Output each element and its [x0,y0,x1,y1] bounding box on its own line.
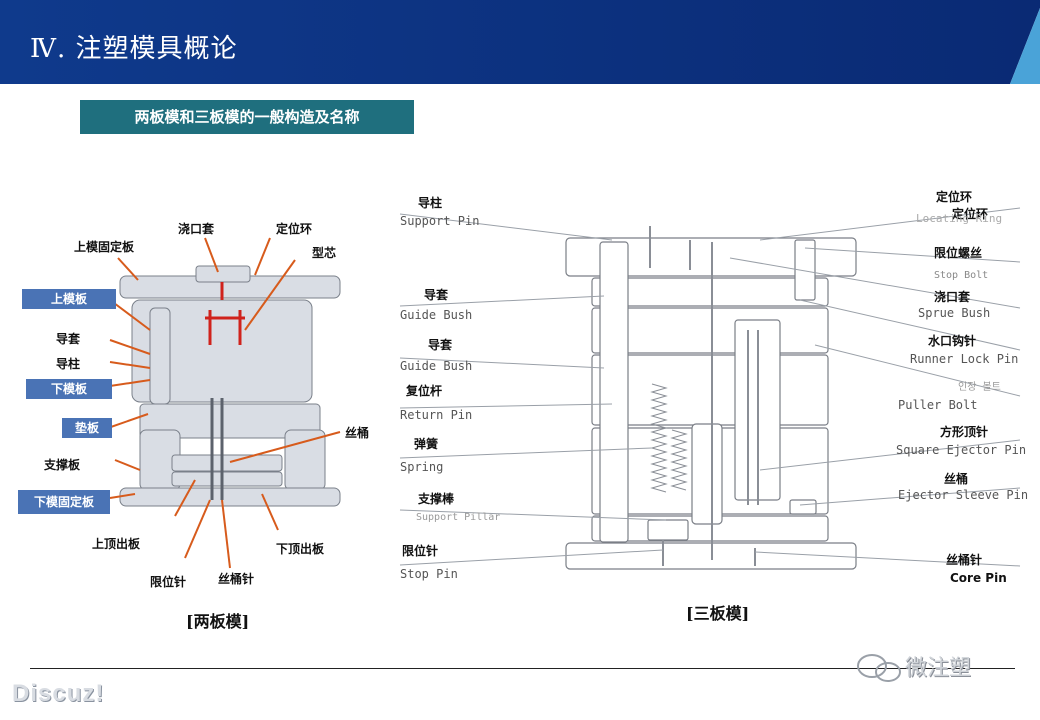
label-square-ejector-cn: 方形顶针 [940,425,989,439]
label-spring-en: Spring [400,460,444,474]
two-plate-ejector-pins [210,398,224,500]
label-bottom-plate: 下模板 [26,379,112,399]
two-plate-leader-lines [107,237,341,569]
wechat-logo-icon [857,654,901,682]
label-support-pin-en: Support Pin [400,214,480,228]
label-return-pin-en: Return Pin [400,408,473,422]
three-plate-leader-lines [399,207,1021,567]
label-support-pillar-cn: 支撑棒 [418,492,455,506]
label-guide-bush2-cn: 导套 [428,338,453,352]
label-bottom-clamp: 下模固定板 [18,490,110,514]
label-lower-ejector: 下顶出板 [276,542,325,556]
label-runner-lock-cn: 水口钩针 [928,334,977,348]
label-upper-ejector: 上顶出板 [92,537,141,551]
label-stop-bolt-en: Stop Bolt [934,270,989,281]
discuz-watermark: Discuz! [12,680,105,707]
label-guide-bush2-en: Guide Bush [400,359,473,373]
label-guide-bush1-cn: 导套 [424,288,449,302]
label-support: 支撑板 [44,458,81,472]
label-stop-pin: 限位针 [150,575,187,589]
label-top-clamp: 上模固定板 [74,240,135,254]
label-spring-cn: 弹簧 [414,437,439,451]
label-locate-ring-cn1: 定位环 [936,190,973,204]
label-core-pin-cn: 丝桶针 [946,553,983,567]
label-support-pin-cn: 导柱 [418,196,443,210]
label-guide-bush: 导套 [56,332,81,346]
three-plate-caption: [三板模] [686,604,750,623]
label-sprue-bush: 浇口套 [178,222,215,236]
label-top-plate: 上模板 [22,289,116,309]
header-background [0,0,1040,84]
label-return-pin-cn: 复位杆 [406,384,443,398]
label-stop-bolt-cn: 限位螺丝 [934,246,983,260]
label-stop-pin-cn: 限位针 [402,544,439,558]
footer-divider [30,668,1015,669]
subtitle-box: 两板模和三板模的一般构造及名称 [80,100,414,134]
three-plate-springs [650,383,688,493]
label-sleeve-pin: 丝桶针 [218,572,255,586]
label-locate-ring-en: Locating Ring [916,212,1003,225]
two-plate-mold-body [119,265,341,507]
label-sleeve-cn: 丝桶 [944,472,969,486]
label-runner-lock-en: Runner Lock Pin [910,352,1019,366]
label-sprue-bush-cn: 浇口套 [934,290,971,304]
label-guide-bush1-en: Guide Bush [400,308,473,322]
label-sleeve-en: Ejector Sleeve Pin [898,488,1029,502]
slide-title: Ⅳ. 注塑模具概论 [30,34,238,64]
label-core-pin-en: Core Pin [950,571,1007,585]
label-square-ejector-en: Square Ejector Pin [896,443,1027,457]
label-sprue-bush-en: Sprue Bush [918,306,991,320]
label-korean: 인장 볼트 [958,382,1001,393]
label-stop-pin-en: Stop Pin [400,567,458,581]
label-support-pillar-en: Support Pillar [416,512,501,523]
two-plate-runner [205,282,245,345]
two-plate-caption: [两板模] [186,612,250,631]
label-spacer: 垫板 [62,418,112,438]
label-puller-bolt-en: Puller Bolt [898,398,978,412]
label-sleeve: 丝桶 [345,426,370,440]
wechat-watermark: 微注塑 [905,656,972,681]
label-core: 型芯 [312,246,337,260]
label-locate-ring-cn2: 定位环 [952,207,989,221]
label-locate-ring: 定位环 [276,222,313,236]
header-banner: Ⅳ. 注塑模具概论 [0,0,1040,84]
label-guide-pin: 导柱 [56,357,81,371]
three-plate-pins [649,226,759,566]
